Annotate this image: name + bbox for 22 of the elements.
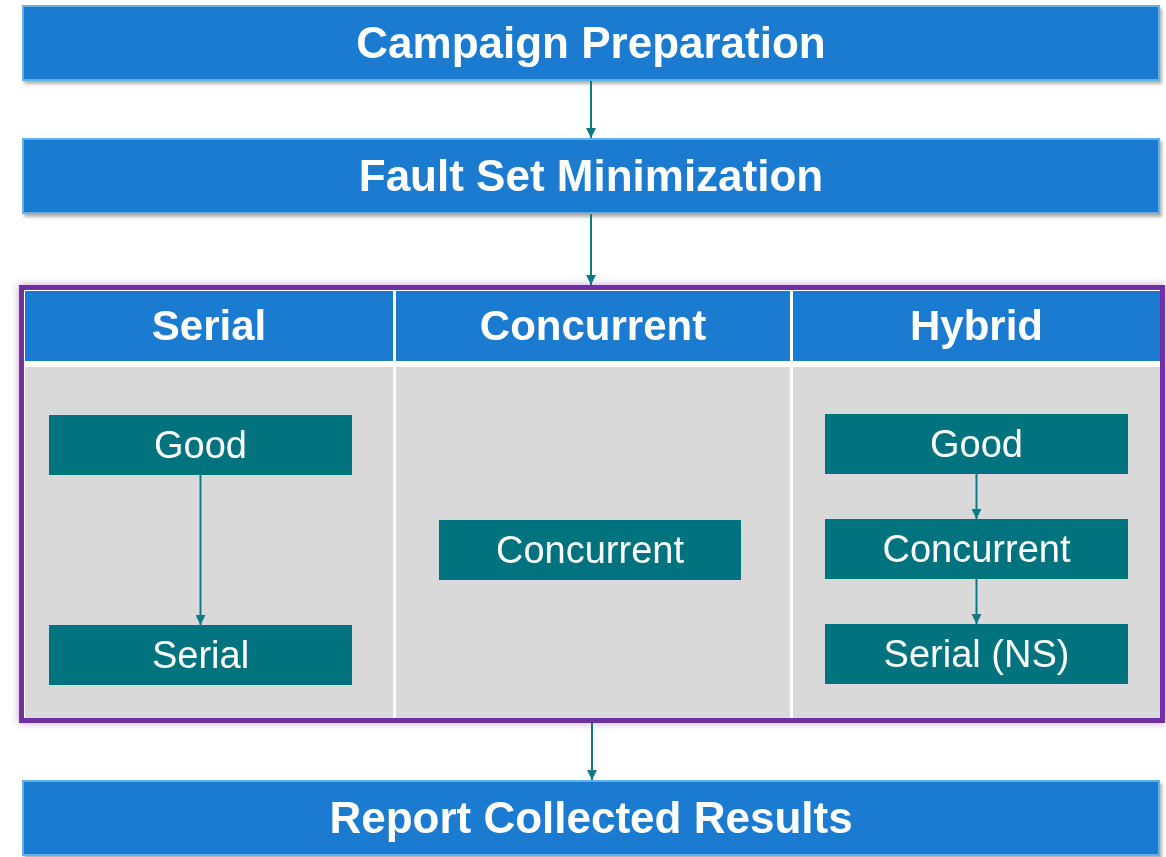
column-header: Concurrent <box>396 291 790 361</box>
step-box: Concurrent <box>825 519 1128 579</box>
process-bar <box>22 780 1160 856</box>
column-header: Serial <box>25 291 393 361</box>
mode-frame <box>19 285 1165 723</box>
arrow <box>587 722 597 781</box>
arrow <box>971 578 982 625</box>
step-box: Serial (NS) <box>825 624 1128 684</box>
step-box: Serial <box>49 625 352 685</box>
arrow <box>586 80 596 139</box>
bar-title: Fault Set Minimization <box>358 151 824 201</box>
step-box: Good <box>49 415 352 475</box>
step-box: Concurrent <box>439 520 741 580</box>
arrow <box>971 473 982 520</box>
step-box: Good <box>825 414 1128 474</box>
process-bar <box>22 138 1160 214</box>
process-bar <box>22 5 1160 81</box>
bar-title: Report Collected Results <box>329 793 853 843</box>
arrow <box>586 213 596 286</box>
column-header: Hybrid <box>793 291 1160 361</box>
bar-title: Campaign Preparation <box>356 18 826 68</box>
arrow <box>195 474 206 626</box>
